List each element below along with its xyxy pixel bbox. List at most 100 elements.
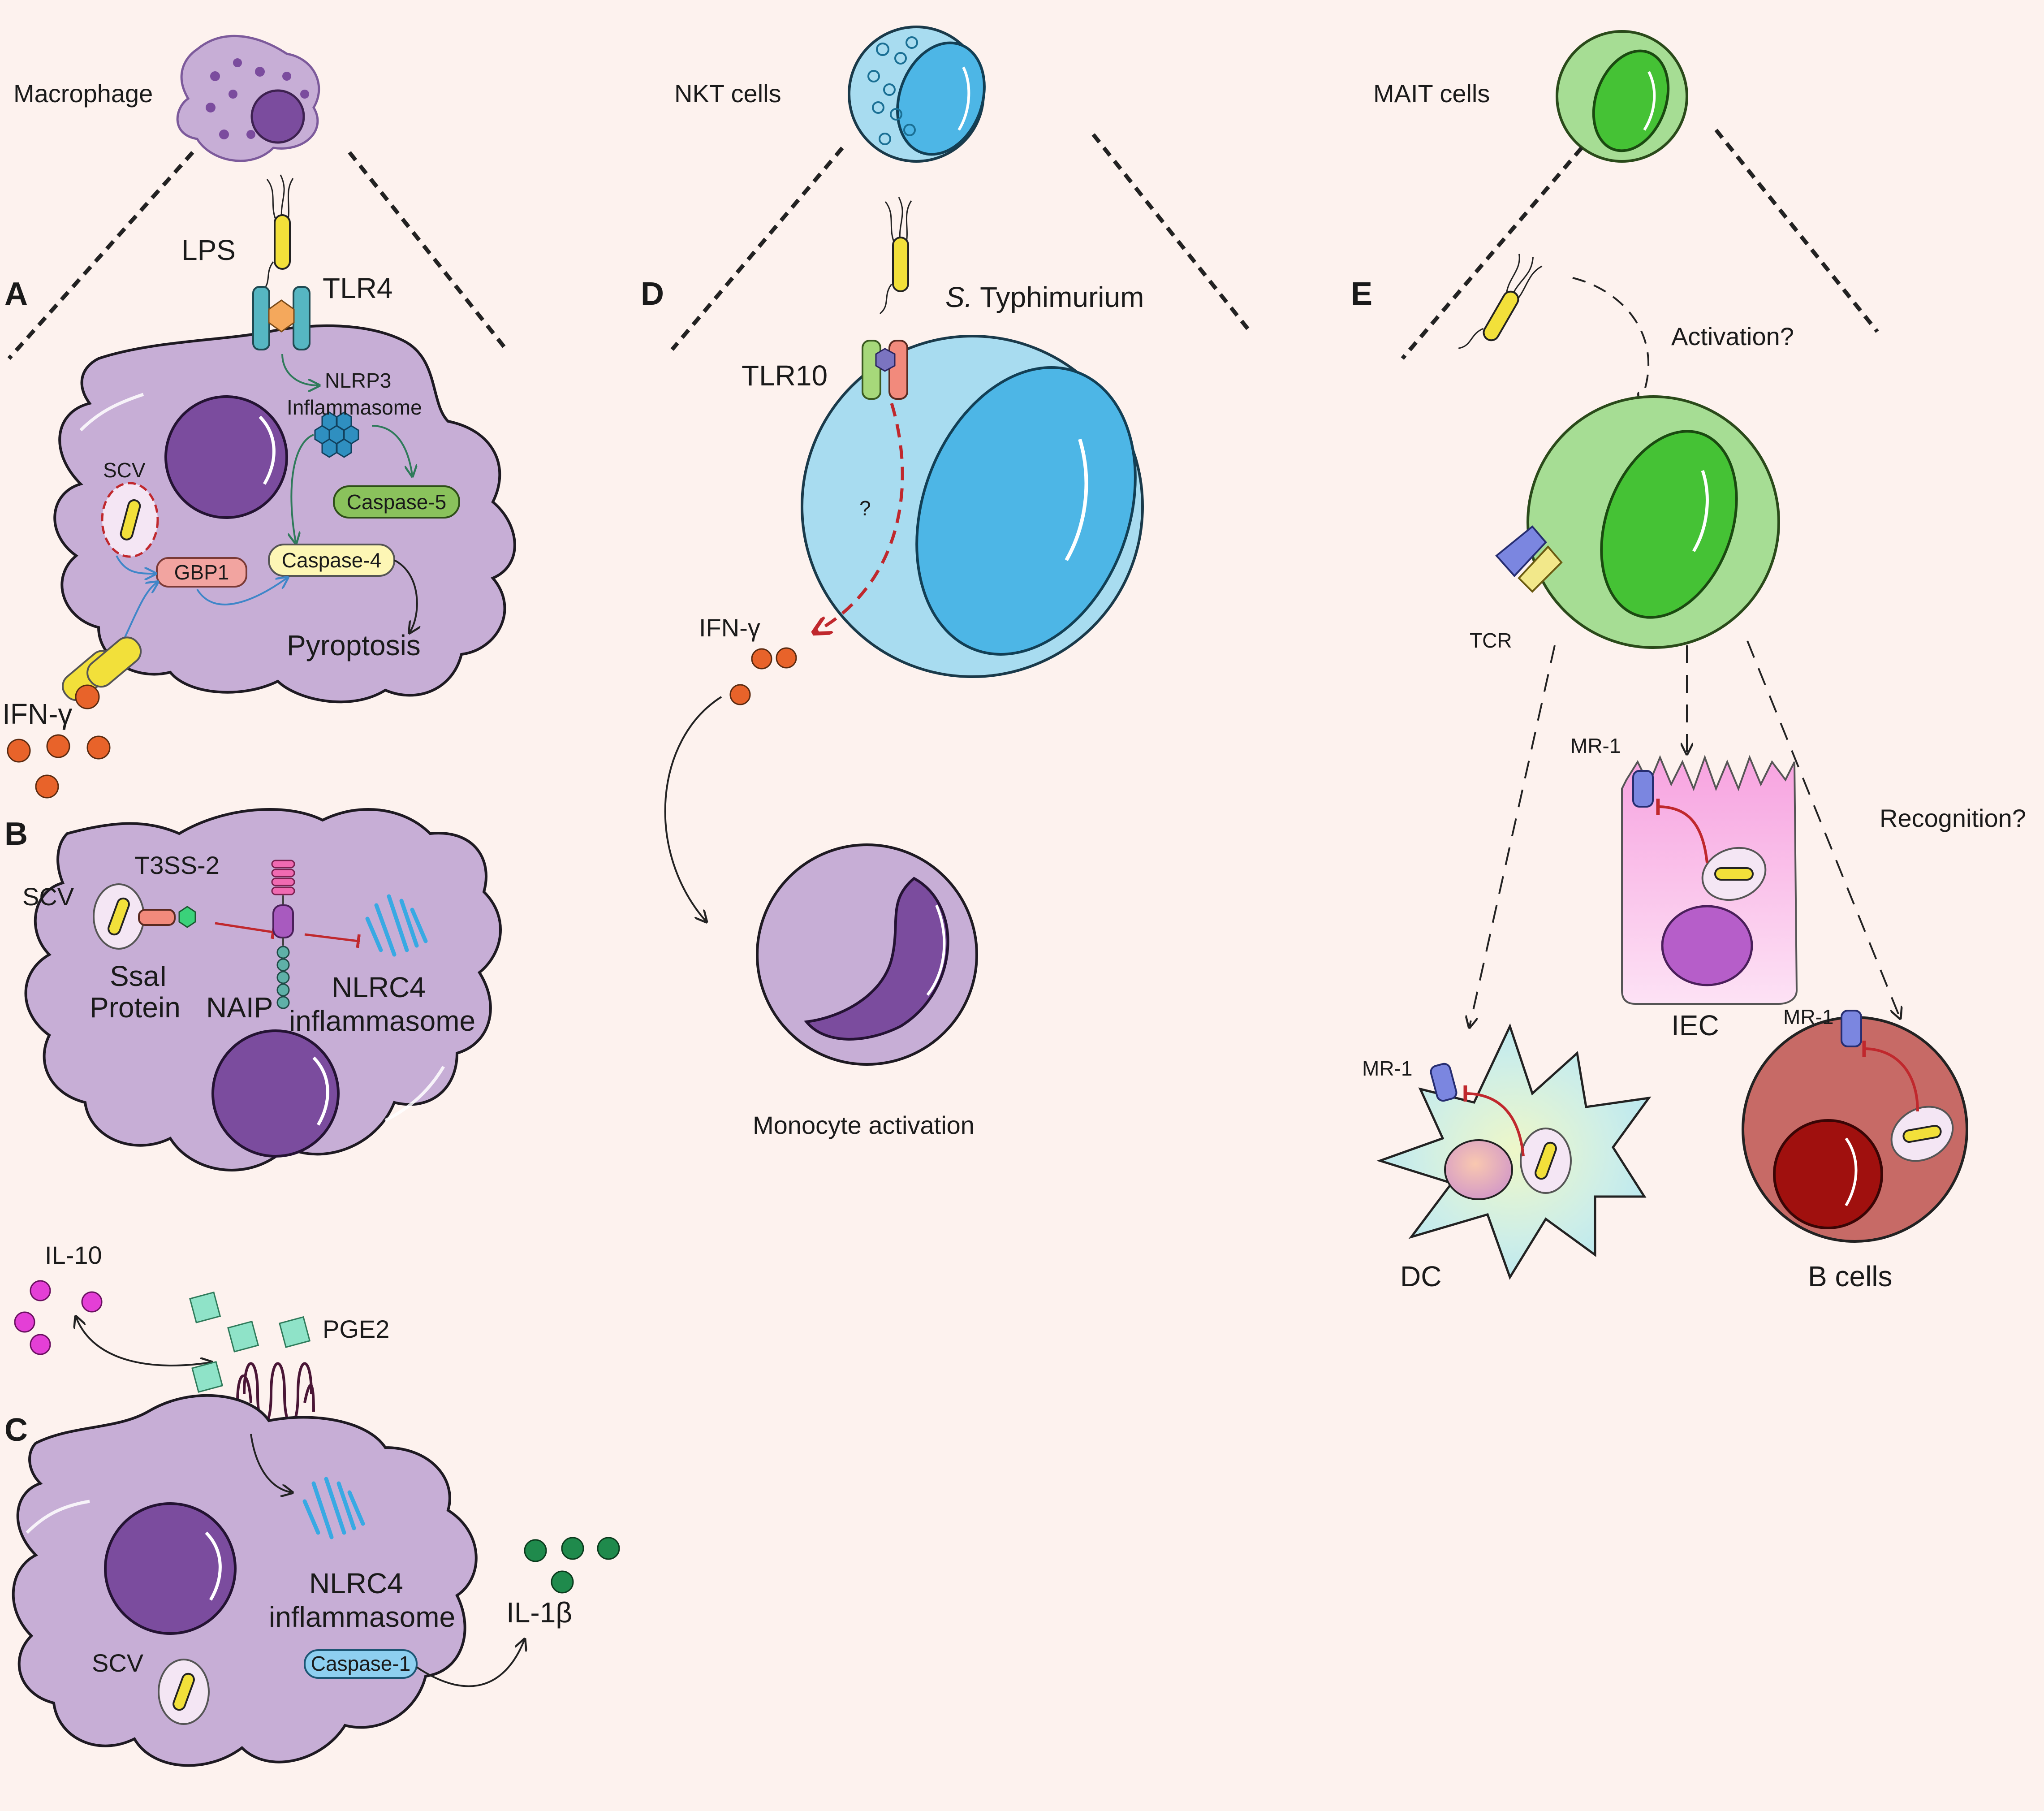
tcr-label: TCR <box>1470 629 1512 652</box>
mait-cell-e <box>1527 395 1780 649</box>
nlrc4-label-c-line2: inflammasome <box>269 1601 455 1633</box>
scv-vacuole-a <box>101 482 159 558</box>
mr1-receptor-iec <box>1632 770 1654 808</box>
t3ss-label: T3SS-2 <box>134 851 220 879</box>
macrophage-cell-a <box>53 324 516 704</box>
iec-label: IEC <box>1671 1009 1719 1042</box>
mr1-label-dc: MR-1 <box>1362 1057 1412 1080</box>
inhibit-arrow-bcell <box>1864 1049 1919 1112</box>
monocyte-nucleus <box>804 877 949 1041</box>
mait-nucleus-e <box>1600 430 1738 619</box>
zoom-line-left-e <box>1401 147 1583 360</box>
mait-label: MAIT cells <box>1373 79 1490 108</box>
caspase4-box: Caspase-4 <box>268 544 395 577</box>
pge2-particles <box>189 1291 311 1393</box>
scv-label-c: SCV <box>92 1649 144 1677</box>
nkt-label: NKT cells <box>674 79 781 108</box>
activation-label: Activation? <box>1671 322 1794 350</box>
scv-label-a: SCV <box>103 458 146 482</box>
nlrp3-label-line1: NLRP3 <box>325 369 391 392</box>
nlrp3-inflammasome-icon <box>314 411 359 458</box>
nkt-header-icon <box>848 26 986 163</box>
scv-label-b: SCV <box>22 882 74 911</box>
macrophage-cell-c <box>12 1394 478 1767</box>
zoom-line-right-a <box>348 151 508 351</box>
iec-nucleus <box>1661 905 1753 986</box>
zoom-line-left-a <box>7 151 194 360</box>
species-label: S. Typhimurium <box>945 281 1144 313</box>
ifn-gamma-particles-a <box>7 734 111 799</box>
arrow-scv-gbp1 <box>116 555 155 574</box>
nlrc4-inflammasome-icon-c <box>302 1477 365 1539</box>
il10-label: IL-10 <box>45 1241 102 1269</box>
dashed-arrow-mait-bcells <box>1746 640 1900 1017</box>
nlrc4-inflammasome-icon-b <box>365 894 428 957</box>
inhibit-arrow-iec <box>1658 807 1708 863</box>
caspase4-label: Caspase-4 <box>282 549 381 572</box>
arrow-nlrp3-caspase4 <box>291 434 314 542</box>
nlrp3-label-line2: Inflammasome <box>287 396 422 419</box>
species-italic: S. <box>945 281 972 313</box>
species-rest: Typhimurium <box>972 281 1144 313</box>
nucleus-b <box>211 1029 340 1158</box>
nlrc4-label-b-line2: inflammasome <box>289 1005 475 1037</box>
il10-particles <box>14 1280 103 1355</box>
panel-label-c: C <box>4 1412 28 1448</box>
arrow-caspase4-pyroptosis <box>394 559 417 632</box>
dc-label: DC <box>1400 1260 1441 1292</box>
arrow-tlr4-nlrp3 <box>281 354 318 385</box>
nlrc4-label-b-line1: NLRC4 <box>332 971 426 1003</box>
ssai-label-line1: SsaI <box>110 960 167 992</box>
arrow-ifn-gbp1 <box>120 583 157 646</box>
b-cell-nucleus <box>1773 1119 1883 1229</box>
dc-nucleus <box>1444 1139 1513 1200</box>
lps-label: LPS <box>181 234 236 266</box>
ssai-label-line2: Protein <box>90 991 181 1024</box>
arrow-ifn-monocyte <box>664 696 722 921</box>
bacterium-lps <box>261 174 294 292</box>
macrophage-cell-b <box>24 808 502 1171</box>
mr1-label-iec: MR-1 <box>1570 734 1621 757</box>
pge2-label: PGE2 <box>323 1315 389 1343</box>
ifn-receptor-a <box>62 636 142 709</box>
panel-label-b: B <box>4 816 28 852</box>
naip-protein <box>271 860 295 1009</box>
ifn-label-a: IFN-γ <box>2 698 72 730</box>
scv-vacuole-dc <box>1520 1128 1572 1194</box>
gbp1-label: GBP1 <box>174 561 229 584</box>
nlrc4-label-c-line1: NLRC4 <box>309 1567 403 1599</box>
mr1-receptor-bcell <box>1841 1010 1862 1047</box>
ifn-label-d: IFN-γ <box>699 614 760 642</box>
il1b-particles <box>524 1537 620 1594</box>
nucleus-c <box>104 1502 237 1635</box>
dc-cell <box>1376 1023 1652 1280</box>
pyroptosis-label: Pyroptosis <box>287 629 421 661</box>
gbp1-box: GBP1 <box>156 557 247 588</box>
tlr10-label: TLR10 <box>742 359 828 392</box>
zoom-line-left-d <box>670 147 844 351</box>
macrophage-label: Macrophage <box>13 79 153 108</box>
bacterium-typhimurium <box>879 196 912 315</box>
arrow-caspase1-il1b <box>416 1640 524 1687</box>
tcr-receptor <box>1495 525 1563 593</box>
tlr4-label: TLR4 <box>323 272 393 304</box>
mait-header-icon <box>1556 30 1688 163</box>
monocyte-activation-label: Monocyte activation <box>753 1111 975 1139</box>
dashed-arrow-tlr10-ifn <box>815 402 904 632</box>
il1b-label: IL-1β <box>506 1596 572 1629</box>
panel-label-d: D <box>641 276 664 312</box>
caspase1-label: Caspase-1 <box>311 1652 410 1675</box>
inhibit-naip-nlrc4 <box>304 933 358 941</box>
scv-vacuole-c <box>158 1659 210 1725</box>
monocyte-cell <box>756 843 978 1066</box>
iec-cell <box>1621 755 1798 1005</box>
inhibit-arrow-dc <box>1465 1094 1525 1157</box>
caspase1-box: Caspase-1 <box>304 1649 418 1679</box>
bacterium-mait <box>1458 246 1545 365</box>
caspase5-label: Caspase-5 <box>347 490 446 514</box>
dashed-arrow-mait-dc <box>1470 645 1556 1026</box>
ifn-gamma-particles-d <box>729 647 797 705</box>
panel-label-a: A <box>4 276 28 312</box>
mr1-receptor-dc <box>1430 1063 1458 1102</box>
